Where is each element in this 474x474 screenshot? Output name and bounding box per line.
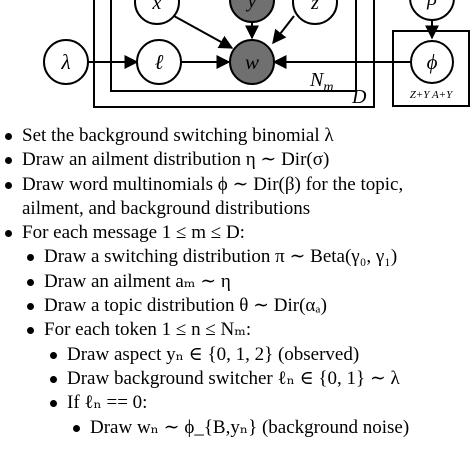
list-item: Draw background switcher ℓₙ ∈ {0, 1} ∼ λ <box>0 367 474 391</box>
bullet-icon <box>27 327 34 335</box>
list-item: Draw aspect yₙ ∈ {0, 1, 2} (observed) <box>0 343 474 367</box>
node-x <box>134 0 180 25</box>
node-lambda-label: λ <box>60 50 70 74</box>
list-item: Set the background switching binomial λ <box>0 124 474 148</box>
node-w <box>229 39 275 85</box>
node-phi <box>410 40 454 84</box>
node-w-label: w <box>245 50 259 74</box>
list-item: Draw word multinomials ϕ ∼ Dir(β) for th… <box>0 173 474 197</box>
plate-topics-label: Z+Y A+Y <box>410 89 454 101</box>
bullet-icon <box>27 254 34 262</box>
bullet-icon <box>5 133 12 140</box>
node-z-label: z <box>310 0 319 14</box>
list-item: Draw an ailment aₘ ∼ η <box>0 270 474 294</box>
node-z <box>292 0 338 25</box>
plate-d <box>93 0 375 108</box>
bullet-icon <box>50 375 57 383</box>
node-beta <box>409 0 455 21</box>
plate-nm-label: Nm <box>309 69 333 95</box>
bullet-icon <box>50 351 57 359</box>
node-ell <box>136 39 182 85</box>
list-item: If ℓₙ == 0: <box>0 391 474 415</box>
node-y-label: y <box>246 0 257 12</box>
node-ell-label: ℓ <box>155 50 164 74</box>
list-item: For each token 1 ≤ n ≤ Nₘ: <box>0 318 474 342</box>
generative-process-list: Set the background switching binomial λ … <box>0 124 474 440</box>
bullet-icon <box>73 424 80 432</box>
edge-z-w <box>272 15 295 45</box>
list-item-continuation: ailment, and background distributions <box>22 197 311 219</box>
list-item: For each message 1 ≤ m ≤ D: <box>0 221 474 245</box>
node-beta-label: β <box>426 0 437 10</box>
list-item: Draw a topic distribution θ ∼ Dir(αₐ) <box>0 294 474 318</box>
list-item: Draw wₙ ∼ ϕ_{B,yₙ} (background noise) <box>0 416 474 440</box>
bullet-icon <box>27 278 34 286</box>
node-lambda <box>43 39 89 85</box>
bullet-icon <box>5 181 12 189</box>
node-x-label: x <box>152 0 162 14</box>
plate-d-label: D <box>351 86 367 108</box>
node-phi-label: ϕ <box>427 50 438 74</box>
edge-x-w <box>173 15 234 49</box>
list-item: Draw a switching distribution π ∼ Beta(γ… <box>0 245 474 269</box>
bullet-icon <box>50 400 57 408</box>
bullet-icon <box>5 157 12 165</box>
bullet-icon <box>27 303 34 311</box>
plate-nm <box>110 0 357 92</box>
node-y <box>229 0 275 23</box>
bullet-icon <box>5 230 12 238</box>
list-item: Draw an ailment distribution η ∼ Dir(σ) <box>0 148 474 172</box>
